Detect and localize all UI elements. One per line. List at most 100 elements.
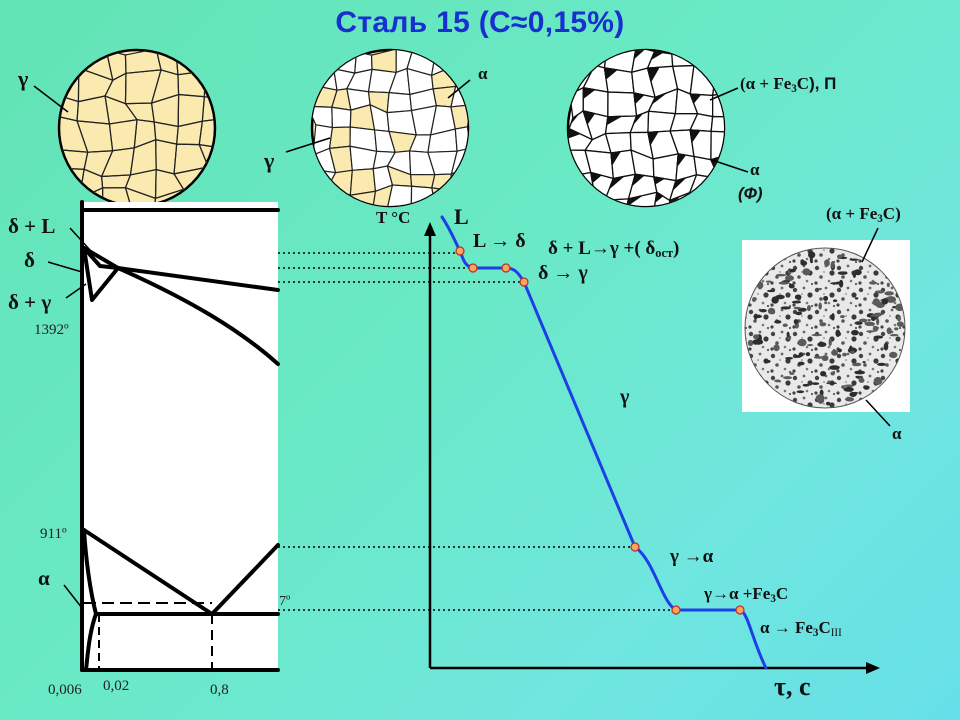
- transition-point: [501, 263, 511, 273]
- label-austenite: γ: [18, 66, 29, 91]
- pearlite-colony: [830, 282, 841, 285]
- pearlite-colony: [775, 294, 785, 300]
- pearlite-colony: [797, 361, 805, 366]
- pearlite-colony: [835, 329, 841, 337]
- label-delta-to-gamma: δ → γ: [538, 262, 588, 284]
- pearlite-colony: [806, 344, 814, 347]
- pearlite-colony: [689, 129, 701, 144]
- pearlite-colony: [798, 352, 804, 357]
- grain: [451, 52, 468, 67]
- pearlite-colony: [654, 191, 664, 204]
- grain: [198, 117, 215, 150]
- pearlite-colony: [647, 131, 660, 147]
- pearlite-colony: [872, 298, 881, 306]
- pearlite-colony: [867, 319, 871, 322]
- pearlite-colony: [886, 282, 890, 288]
- pearlite-colony: [853, 269, 862, 276]
- pearlite-colony: [850, 350, 855, 355]
- grain: [223, 70, 251, 100]
- pearlite-colony: [854, 321, 863, 325]
- pearlite-colony: [876, 318, 880, 326]
- grain: [708, 51, 724, 77]
- pearlite-colony: [689, 93, 702, 105]
- pearlite-colony: [605, 115, 622, 126]
- pearlite-colony: [764, 359, 771, 364]
- grain: [201, 96, 215, 122]
- grain: [221, 149, 254, 172]
- leader-line: [33, 85, 69, 113]
- pearlite-colony: [808, 251, 816, 259]
- grain: [468, 213, 496, 228]
- pearlite-colony: [608, 175, 626, 189]
- pearlite-colony: [851, 329, 859, 336]
- pearlite-colony: [589, 171, 603, 184]
- grain: [568, 171, 596, 204]
- pearlite-colony: [568, 198, 582, 206]
- pearlite-colony: [889, 334, 899, 337]
- pearlite-colony: [824, 259, 830, 267]
- pearlite-colony: [829, 365, 840, 370]
- pearlite-colony: [858, 377, 865, 383]
- leader-line: [63, 584, 83, 609]
- grain: [372, 184, 394, 206]
- grain: [325, 203, 354, 206]
- label-photo-ferrite: α: [892, 424, 902, 443]
- pearlite-colony: [780, 306, 791, 310]
- grain: [607, 91, 638, 118]
- pearlite-colony: [872, 325, 879, 332]
- grain: [470, 148, 496, 168]
- label-x-0006: 0,006: [48, 682, 82, 698]
- pearlite-colony: [805, 352, 811, 357]
- grain: [738, 44, 754, 76]
- label-gamma-to-alpha: γ →α: [670, 546, 714, 567]
- grain: [603, 198, 630, 206]
- pearlite-colony: [818, 287, 822, 291]
- y-axis-arrow: [424, 222, 436, 236]
- pearlite-colony: [646, 66, 661, 84]
- pearlite-colony: [877, 362, 886, 367]
- label-L-to-delta: L → δ: [473, 230, 526, 252]
- pearlite-colonies: [747, 251, 905, 406]
- grain: [718, 177, 724, 202]
- pearlite-colony: [633, 92, 645, 105]
- pearlite-colony: [759, 308, 767, 313]
- label-photo-pearlite: (α + Fe3C): [826, 204, 901, 225]
- grain: [466, 103, 468, 134]
- pearlite-colony: [896, 321, 904, 327]
- pearlite-colony: [633, 113, 643, 124]
- leader-line: [711, 159, 749, 173]
- transition-point: [671, 605, 681, 615]
- pearlite-colony: [830, 371, 836, 376]
- grain: [568, 50, 596, 70]
- pearlite-colony: [793, 306, 801, 310]
- grain: [386, 91, 413, 114]
- grain: [466, 125, 468, 152]
- pearlite-colony: [766, 289, 775, 293]
- pearlite-colony: [633, 50, 646, 61]
- grain: [689, 64, 717, 97]
- pearlite-colony: [802, 268, 811, 276]
- pearlite-colony: [844, 397, 855, 402]
- grain: [312, 204, 328, 206]
- pearlite-colony: [784, 275, 794, 282]
- pearlite-colony: [806, 305, 811, 312]
- pearlite-colony: [883, 342, 889, 351]
- label-x-002: 0,02: [103, 678, 130, 694]
- label-delta: δ: [24, 248, 35, 272]
- leader-line: [861, 227, 879, 263]
- grain: [312, 168, 337, 189]
- pearlite-colony: [818, 302, 822, 310]
- pearlite-colony: [789, 372, 795, 375]
- grain: [312, 50, 335, 72]
- pearlite-colony: [625, 214, 638, 225]
- pearlite-colony: [811, 333, 823, 337]
- transition-point: [630, 542, 640, 552]
- pearlite-colony: [864, 321, 876, 327]
- pearlite-colony: [785, 357, 794, 360]
- grain: [736, 132, 757, 152]
- pearlite-colony: [570, 114, 579, 124]
- pearlite-colony: [671, 217, 684, 225]
- pearlite-colony: [794, 294, 802, 300]
- label-eutectoid: γ→α +Fe3C: [704, 584, 789, 605]
